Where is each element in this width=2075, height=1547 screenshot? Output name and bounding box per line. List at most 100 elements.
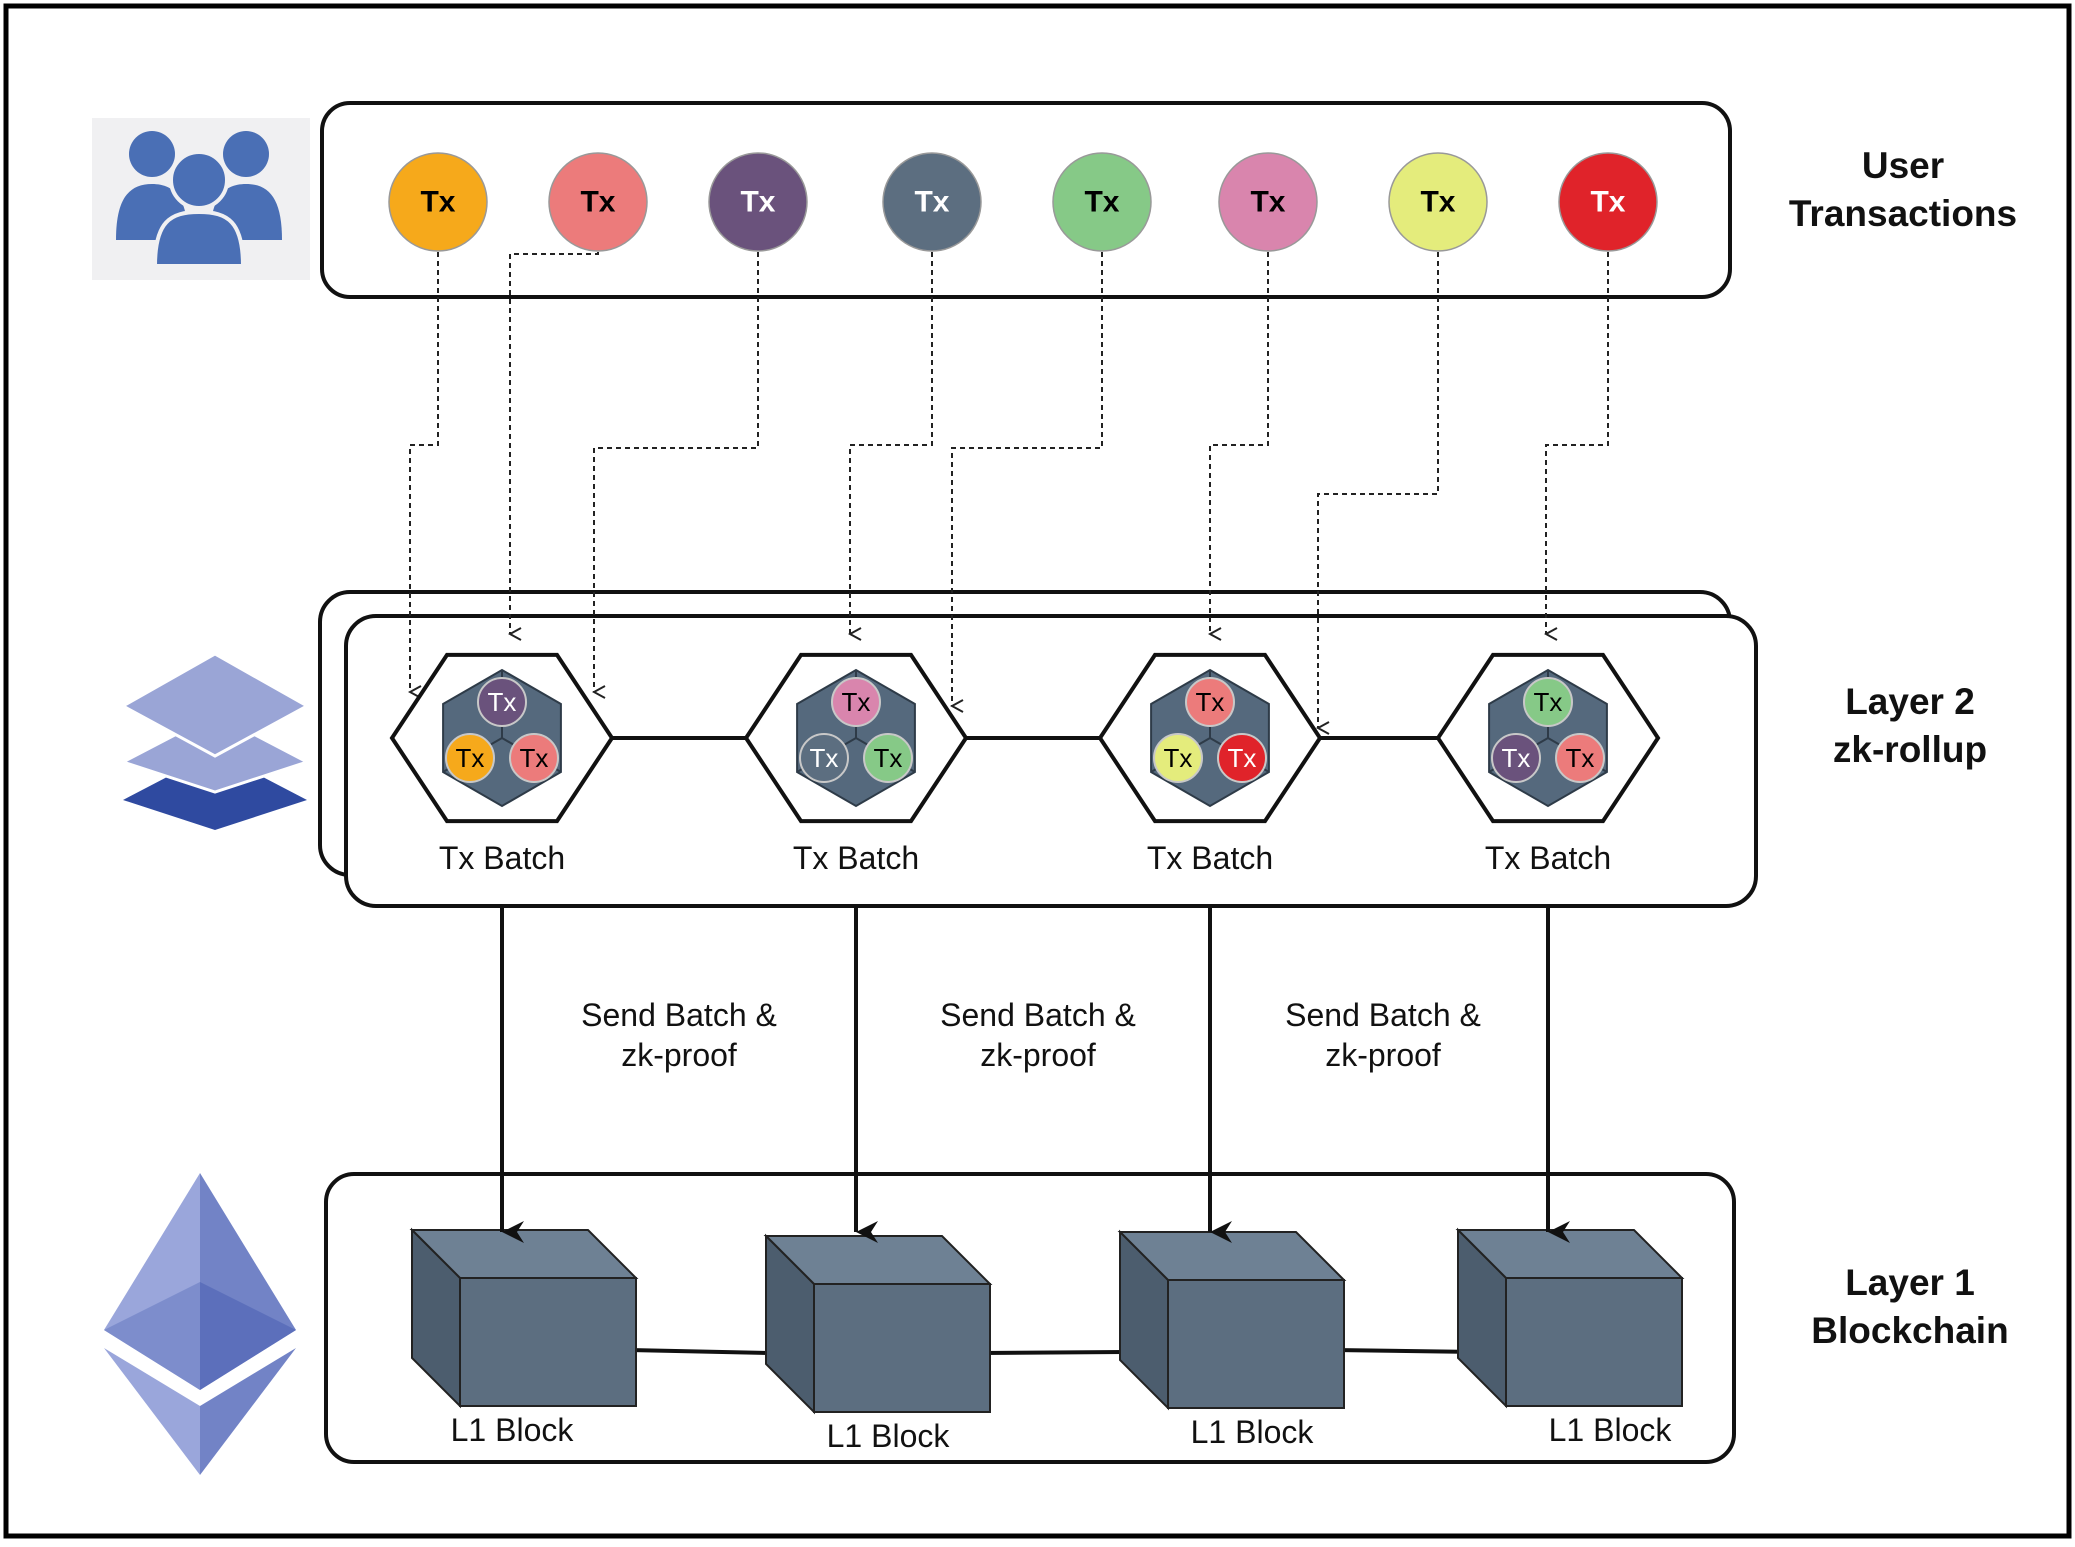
layer1-label-line2: Blockchain bbox=[1811, 1310, 2008, 1351]
batch-tx-circle bbox=[1555, 733, 1605, 783]
batch-tx-label: Tx bbox=[1534, 687, 1563, 717]
user-transactions-label-line1: User bbox=[1862, 145, 1944, 186]
batch-tx-circle bbox=[799, 733, 849, 783]
tx-label: Tx bbox=[420, 186, 455, 219]
tx-circle bbox=[1558, 152, 1658, 252]
batch-tx-circle bbox=[1153, 733, 1203, 783]
tx-node: Tx bbox=[1052, 152, 1152, 252]
layer2-label-line2: zk-rollup bbox=[1833, 729, 1987, 770]
batch-tx-label: Tx bbox=[842, 687, 871, 717]
tx-label: Tx bbox=[1250, 186, 1285, 219]
tx-node: Tx bbox=[1558, 152, 1658, 252]
batch-tx-label: Tx bbox=[1196, 687, 1225, 717]
tx-routing-lines bbox=[410, 252, 1609, 728]
tx-route-line bbox=[850, 252, 933, 634]
send-label-line2: zk-proof bbox=[980, 1037, 1096, 1073]
batch-tx-label: Tx bbox=[810, 743, 839, 773]
l1-block: L1 Block bbox=[1117, 1229, 1347, 1450]
tx-route-line bbox=[952, 252, 1103, 706]
send-label-line2: zk-proof bbox=[1325, 1037, 1441, 1073]
batch-label: Tx Batch bbox=[793, 840, 919, 876]
batch-tx-label: Tx bbox=[1228, 743, 1257, 773]
block-label: L1 Block bbox=[1549, 1412, 1673, 1448]
users-group-icon bbox=[92, 118, 310, 280]
tx-route-line bbox=[1210, 252, 1269, 634]
block-front-face bbox=[1167, 1279, 1345, 1409]
tx-label: Tx bbox=[740, 186, 775, 219]
tx-node: Tx bbox=[882, 152, 982, 252]
outer-frame bbox=[3, 3, 2072, 1539]
tx-circle bbox=[548, 152, 648, 252]
tx-circle bbox=[1052, 152, 1152, 252]
layer1-panel bbox=[324, 1172, 1736, 1464]
tx-route-line bbox=[594, 252, 759, 692]
block-link-line bbox=[981, 1350, 1125, 1355]
tx-circle bbox=[388, 152, 488, 252]
layer1-label-line1: Layer 1 bbox=[1845, 1262, 1975, 1303]
send-label-line1: Send Batch & bbox=[940, 997, 1136, 1033]
tx-circle bbox=[882, 152, 982, 252]
block-label: L1 Block bbox=[451, 1412, 575, 1448]
tx-node: Tx bbox=[388, 152, 488, 252]
batch-tx-circle bbox=[831, 677, 881, 727]
tx-label: Tx bbox=[1590, 186, 1625, 219]
tx-label: Tx bbox=[1084, 186, 1119, 219]
tx-label: Tx bbox=[914, 186, 949, 219]
batch-tx-circle bbox=[445, 733, 495, 783]
block-label: L1 Block bbox=[1191, 1414, 1315, 1450]
tx-node: Tx bbox=[548, 152, 648, 252]
tx-route-line bbox=[1546, 252, 1609, 634]
batch-label: Tx Batch bbox=[1147, 840, 1273, 876]
batch-label: Tx Batch bbox=[439, 840, 565, 876]
tx-node: Tx bbox=[1218, 152, 1318, 252]
send-label-line1: Send Batch & bbox=[1285, 997, 1481, 1033]
send-label-line2: zk-proof bbox=[621, 1037, 737, 1073]
batch-tx-circle bbox=[863, 733, 913, 783]
block-front-face bbox=[459, 1277, 637, 1407]
l1-block: L1 Block bbox=[763, 1233, 993, 1454]
batch-tx-label: Tx bbox=[1164, 743, 1193, 773]
tx-circle bbox=[708, 152, 808, 252]
block-link-line bbox=[627, 1348, 771, 1355]
tx-circle bbox=[1218, 152, 1318, 252]
layers-stack-icon bbox=[119, 652, 311, 830]
tx-route-line bbox=[510, 252, 599, 634]
batch-tx-circle bbox=[477, 677, 527, 727]
user-transaction-circles: Tx Tx Tx Tx Tx Tx Tx Tx bbox=[388, 152, 1658, 252]
layer2-label-line1: Layer 2 bbox=[1845, 681, 1975, 722]
batch-tx-label: Tx bbox=[488, 687, 517, 717]
tx-node: Tx bbox=[1388, 152, 1488, 252]
batch-tx-label: Tx bbox=[1566, 743, 1595, 773]
block-front-face bbox=[813, 1283, 991, 1413]
batch-label: Tx Batch bbox=[1485, 840, 1611, 876]
tx-label: Tx bbox=[1420, 186, 1455, 219]
l1-blocks: L1 Block L1 Block L1 Block L1 Block bbox=[409, 1227, 1685, 1454]
block-label: L1 Block bbox=[827, 1418, 951, 1454]
user-transactions-label-line2: Transactions bbox=[1789, 193, 2017, 234]
ethereum-icon bbox=[104, 1173, 296, 1475]
batch-tx-circle bbox=[1491, 733, 1541, 783]
l1-block: L1 Block bbox=[1455, 1227, 1685, 1448]
tx-circle bbox=[1388, 152, 1488, 252]
tx-node: Tx bbox=[708, 152, 808, 252]
batch-tx-circle bbox=[1217, 733, 1267, 783]
tx-route-line bbox=[410, 252, 439, 692]
tx-label: Tx bbox=[580, 186, 615, 219]
send-label-line1: Send Batch & bbox=[581, 997, 777, 1033]
batch-tx-label: Tx bbox=[520, 743, 549, 773]
user-transactions-panel bbox=[320, 101, 1732, 299]
batch-tx-circle bbox=[1523, 677, 1573, 727]
send-batch-arrows: Send Batch & zk-proof Send Batch & zk-proof… bbox=[500, 906, 1570, 1243]
batch-tx-label: Tx bbox=[456, 743, 485, 773]
l1-block: L1 Block bbox=[409, 1227, 639, 1448]
batch-tx-label: Tx bbox=[874, 743, 903, 773]
batch-tx-circle bbox=[1185, 677, 1235, 727]
batch-tx-circle bbox=[509, 733, 559, 783]
block-link-line bbox=[1333, 1348, 1479, 1354]
